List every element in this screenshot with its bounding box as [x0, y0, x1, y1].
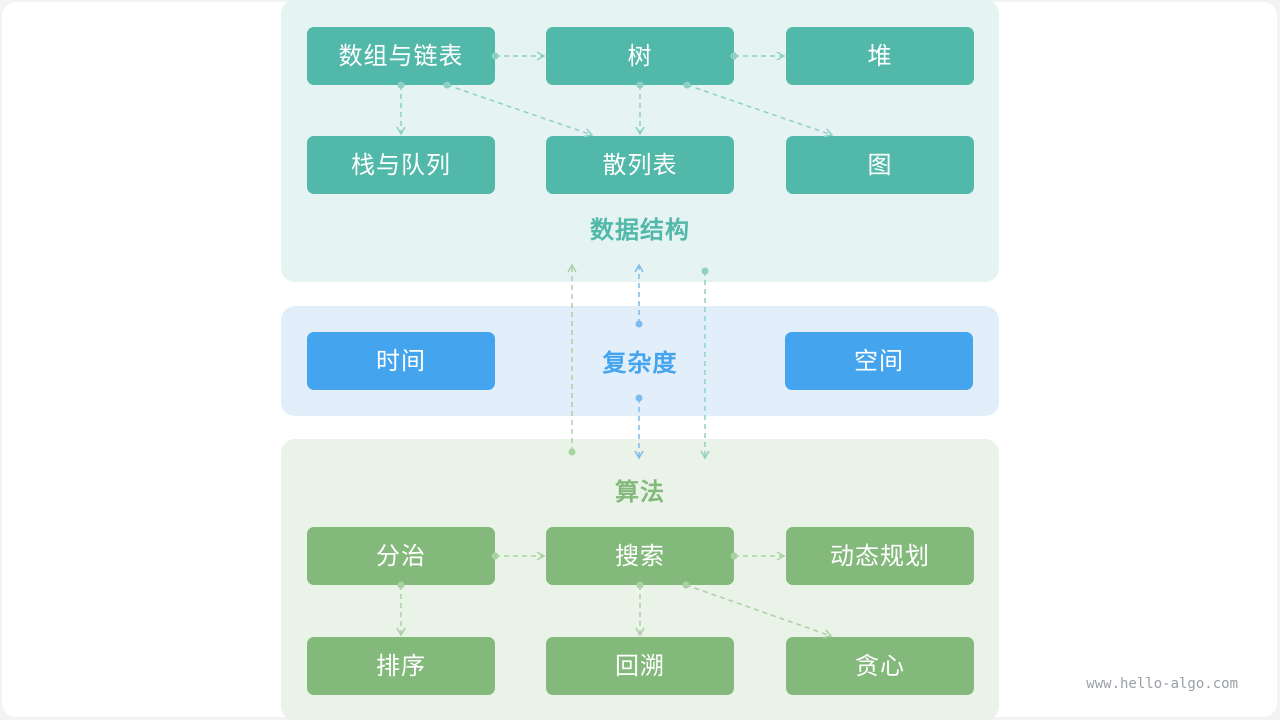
node-sorting: 排序	[307, 637, 495, 695]
data-structures-title: 数据结构	[590, 216, 690, 244]
node-array-linkedlist: 数组与链表	[307, 27, 495, 85]
algorithms-title: 算法	[615, 478, 665, 506]
node-tree: 树	[546, 27, 734, 85]
node-divide-conquer: 分治	[307, 527, 495, 585]
node-dynamic-programming: 动态规划	[786, 527, 974, 585]
node-search: 搜索	[546, 527, 734, 585]
node-heap: 堆	[786, 27, 974, 85]
node-stack-queue: 栈与队列	[307, 136, 495, 194]
node-time: 时间	[307, 332, 495, 390]
arrow-tree-to-graph	[686, 84, 834, 138]
node-backtracking: 回溯	[546, 637, 734, 695]
node-graph: 图	[786, 136, 974, 194]
node-space: 空间	[785, 332, 973, 390]
node-hash-table: 散列表	[546, 136, 734, 194]
complexity-title: 复杂度	[602, 349, 678, 377]
arrow-array-to-hash	[446, 84, 594, 138]
arrow-search-to-greedy	[685, 584, 833, 639]
node-greedy: 贪心	[786, 637, 974, 695]
watermark: www.hello-algo.com	[1086, 676, 1238, 692]
